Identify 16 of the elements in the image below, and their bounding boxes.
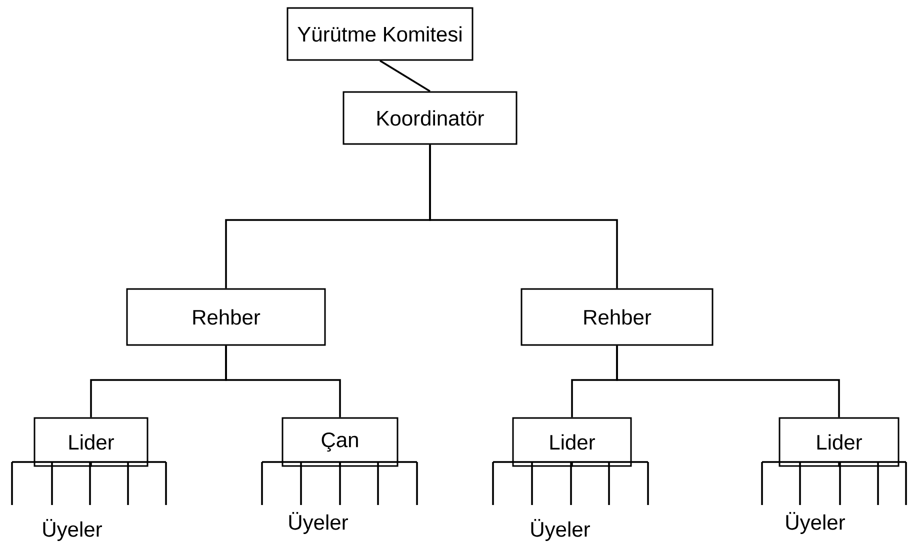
member-label: Üyeler (531, 519, 590, 541)
member-label: Üyeler (43, 519, 102, 541)
org-box: Çan (282, 417, 398, 467)
org-box: Rehber (126, 288, 326, 346)
org-box: Lider (512, 417, 632, 467)
org-box: Lider (778, 417, 900, 467)
connector-line (616, 346, 840, 418)
member-label: Üyeler (786, 512, 845, 534)
org-box: Rehber (520, 288, 714, 346)
connector-line (380, 60, 430, 92)
org-box: Lider (34, 417, 148, 467)
org-box: Koordinatör (342, 91, 518, 145)
connector-line (429, 144, 618, 288)
member-label: Üyeler (289, 512, 348, 534)
connector-line (225, 346, 341, 418)
org-box: Yürütme Komitesi (286, 7, 474, 61)
